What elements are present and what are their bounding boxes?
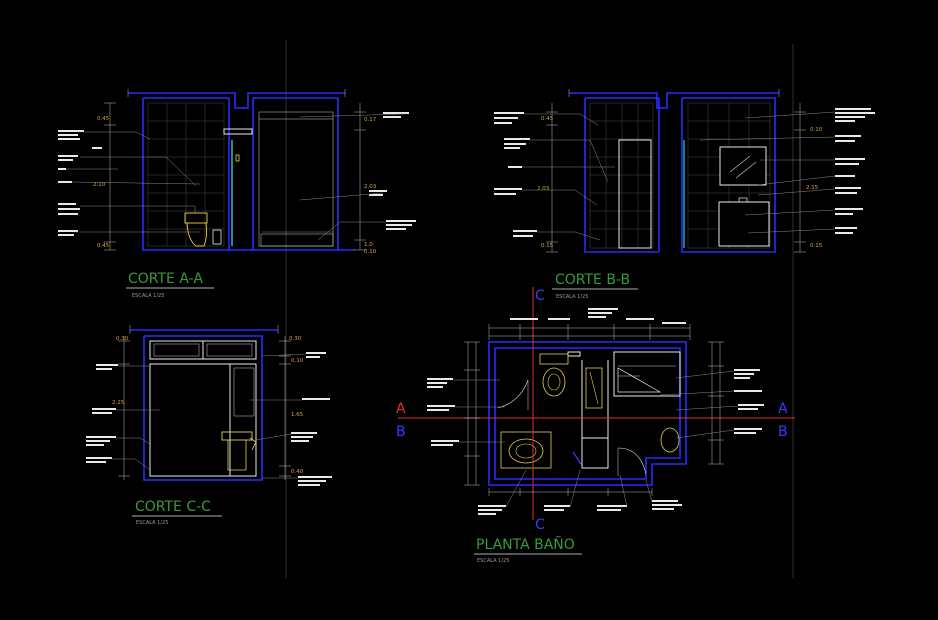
dimensions-aa <box>104 89 366 251</box>
title-corte-cc: CORTE C-C <box>135 499 211 515</box>
section-bb: 0.45 2.03 0.15 0.10 2.15 0.15 CORTE B-B … <box>494 89 875 300</box>
dim-bb-4: 0.10 <box>810 127 823 133</box>
title-planta-bano: PLANTA BAÑO <box>476 536 575 553</box>
section-cc: 0.30 0.30 2.25 1.65 0.10 0.40 CORTE C-C … <box>86 325 332 526</box>
cut-marker-c-bottom: C <box>535 517 545 533</box>
dim-cc-3: 2.25 <box>112 400 125 406</box>
dim-cc-1: 0.30 <box>116 336 129 342</box>
annotations-aa <box>58 112 416 241</box>
dim-bb-2: 2.03 <box>537 186 550 192</box>
dim-cc-4: 1.65 <box>291 412 304 418</box>
title-corte-aa: CORTE A-A <box>128 271 203 287</box>
dim-bb-3: 0.15 <box>541 243 554 249</box>
title-corte-bb: CORTE B-B <box>555 272 630 288</box>
shower-tray-plan <box>617 365 676 393</box>
cut-marker-a-right: A <box>778 401 788 417</box>
annotations-plan <box>427 308 764 515</box>
toilet-aa <box>184 212 222 247</box>
cut-marker-b-left: B <box>396 424 406 440</box>
dimensions-bb <box>546 89 806 253</box>
annotations-cc <box>86 352 332 486</box>
drain-marker <box>572 451 582 465</box>
dim-aa-5: 2.03 <box>364 184 377 190</box>
bidet-plan <box>585 367 603 409</box>
vanity-plan <box>500 431 552 469</box>
dim-aa-4: 0.17 <box>364 117 377 123</box>
vanity-bb <box>718 197 770 247</box>
tile-grid-aa-left <box>148 103 224 246</box>
dim-aa-6: 1.0 <box>364 242 373 248</box>
dim-cc-6: 0.40 <box>291 469 304 475</box>
lavatory-cc <box>221 431 257 471</box>
dimensions-cc <box>118 325 291 480</box>
mirror-bb <box>719 146 767 186</box>
door-swings-plan <box>497 379 647 476</box>
scale-corte-cc: ESCALA 1/25 <box>136 520 168 526</box>
cut-marker-b-right: B <box>778 424 788 440</box>
second-lavatory-plan <box>660 427 680 453</box>
dim-bb-1: 0.45 <box>541 116 554 122</box>
scale-corte-bb: ESCALA 1/25 <box>556 294 588 300</box>
dim-bb-6: 0.15 <box>810 243 823 249</box>
scale-planta-bano: ESCALA 1/25 <box>477 558 509 564</box>
dimensions-plan <box>464 324 724 496</box>
annotations-bb <box>494 108 875 241</box>
dim-aa-3: 0.45 <box>97 243 110 249</box>
toilet-plan <box>539 353 569 397</box>
cut-marker-c-top: C <box>535 288 545 304</box>
section-aa: 0.45 2.10 0.45 0.17 2.03 1.0 0.10 CORTE … <box>58 89 416 299</box>
dim-cc-2: 0.30 <box>289 336 302 342</box>
floor-plan: A B A B C C PLANTA BAÑO ESCALA 1/25 <box>396 287 795 564</box>
cut-marker-a-left: A <box>396 401 406 417</box>
dim-aa-1: 0.45 <box>97 116 110 122</box>
tile-grid-bb-left <box>590 103 653 248</box>
dim-aa-2: 2.10 <box>93 182 106 188</box>
scale-corte-aa: ESCALA 1/25 <box>132 293 164 299</box>
dim-cc-5: 0.10 <box>291 358 304 364</box>
dim-bb-5: 2.15 <box>806 185 819 191</box>
dim-aa-7: 0.10 <box>364 249 377 255</box>
